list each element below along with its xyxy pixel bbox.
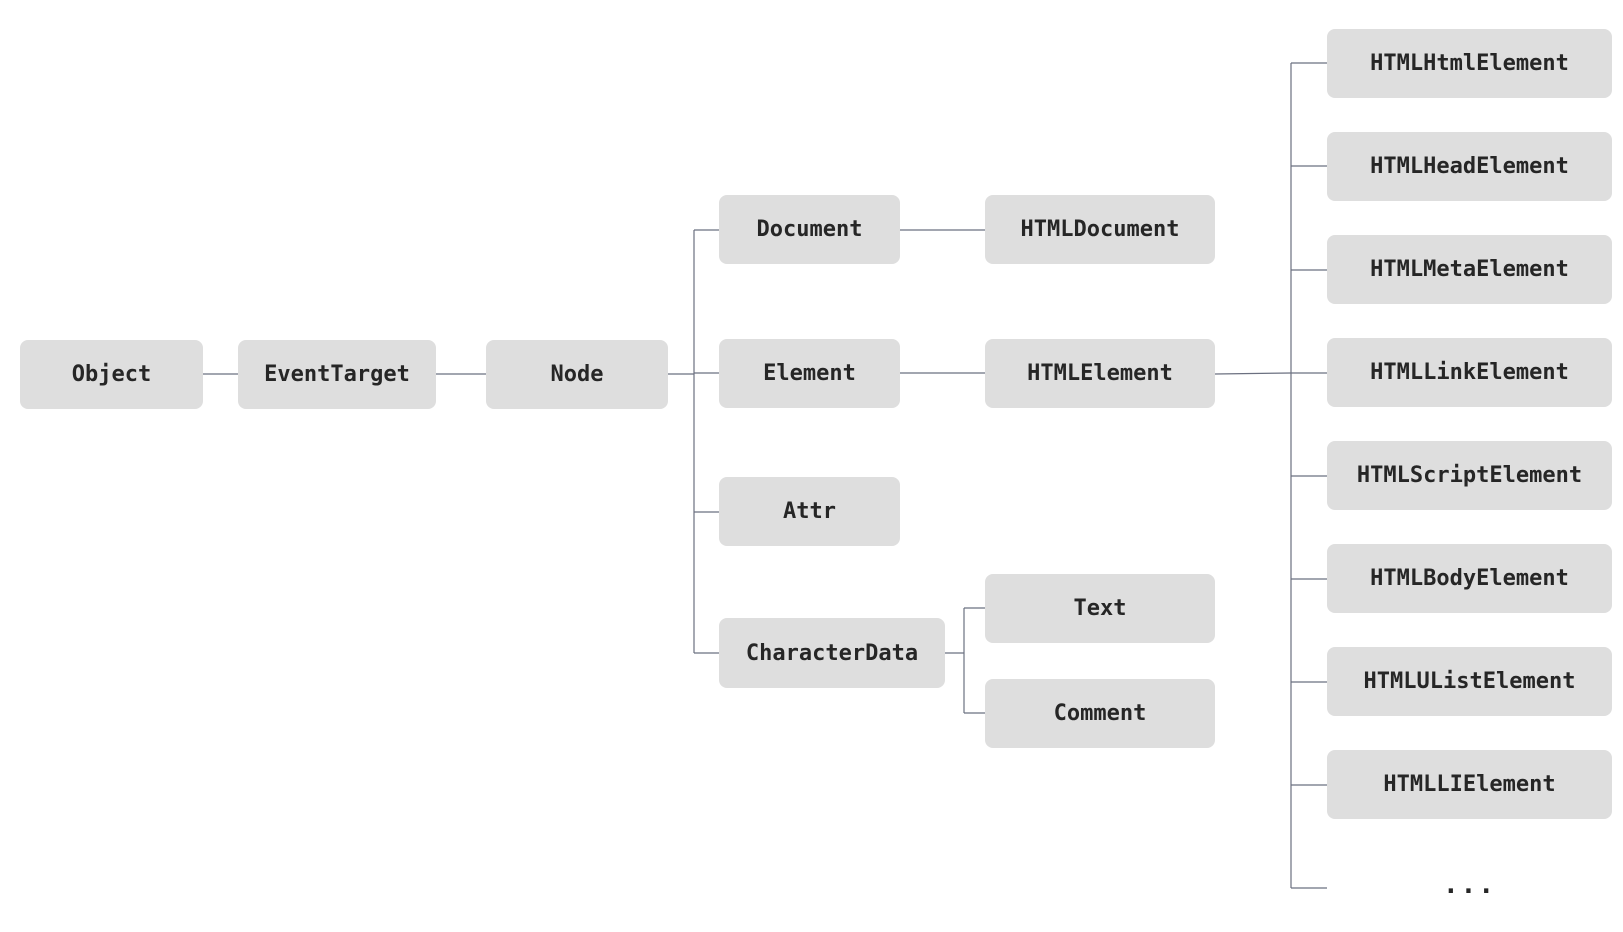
node-text: Text	[985, 574, 1215, 643]
node-node: Node	[486, 340, 668, 409]
node-htmlbodyelement: HTMLBodyElement	[1327, 544, 1612, 613]
node-htmlscriptelement: HTMLScriptElement	[1327, 441, 1612, 510]
node-attr: Attr	[719, 477, 900, 546]
node-characterdata: CharacterData	[719, 618, 945, 688]
node-htmlelement: HTMLElement	[985, 339, 1215, 408]
node-more-ellipsis: ...	[1443, 870, 1496, 900]
node-eventtarget: EventTarget	[238, 340, 436, 409]
node-htmllinkelement: HTMLLinkElement	[1327, 338, 1612, 407]
node-document: Document	[719, 195, 900, 264]
node-htmlulistelement: HTMLUListElement	[1327, 647, 1612, 716]
node-comment: Comment	[985, 679, 1215, 748]
node-element: Element	[719, 339, 900, 408]
edge-htmlelement-trunk	[1214, 372, 1292, 375]
node-object: Object	[20, 340, 203, 409]
node-htmldocument: HTMLDocument	[985, 195, 1215, 264]
node-htmllielement: HTMLLIElement	[1327, 750, 1612, 819]
node-htmlhtmlelement: HTMLHtmlElement	[1327, 29, 1612, 98]
node-htmlmetaelement: HTMLMetaElement	[1327, 235, 1612, 304]
node-htmlheadelement: HTMLHeadElement	[1327, 132, 1612, 201]
